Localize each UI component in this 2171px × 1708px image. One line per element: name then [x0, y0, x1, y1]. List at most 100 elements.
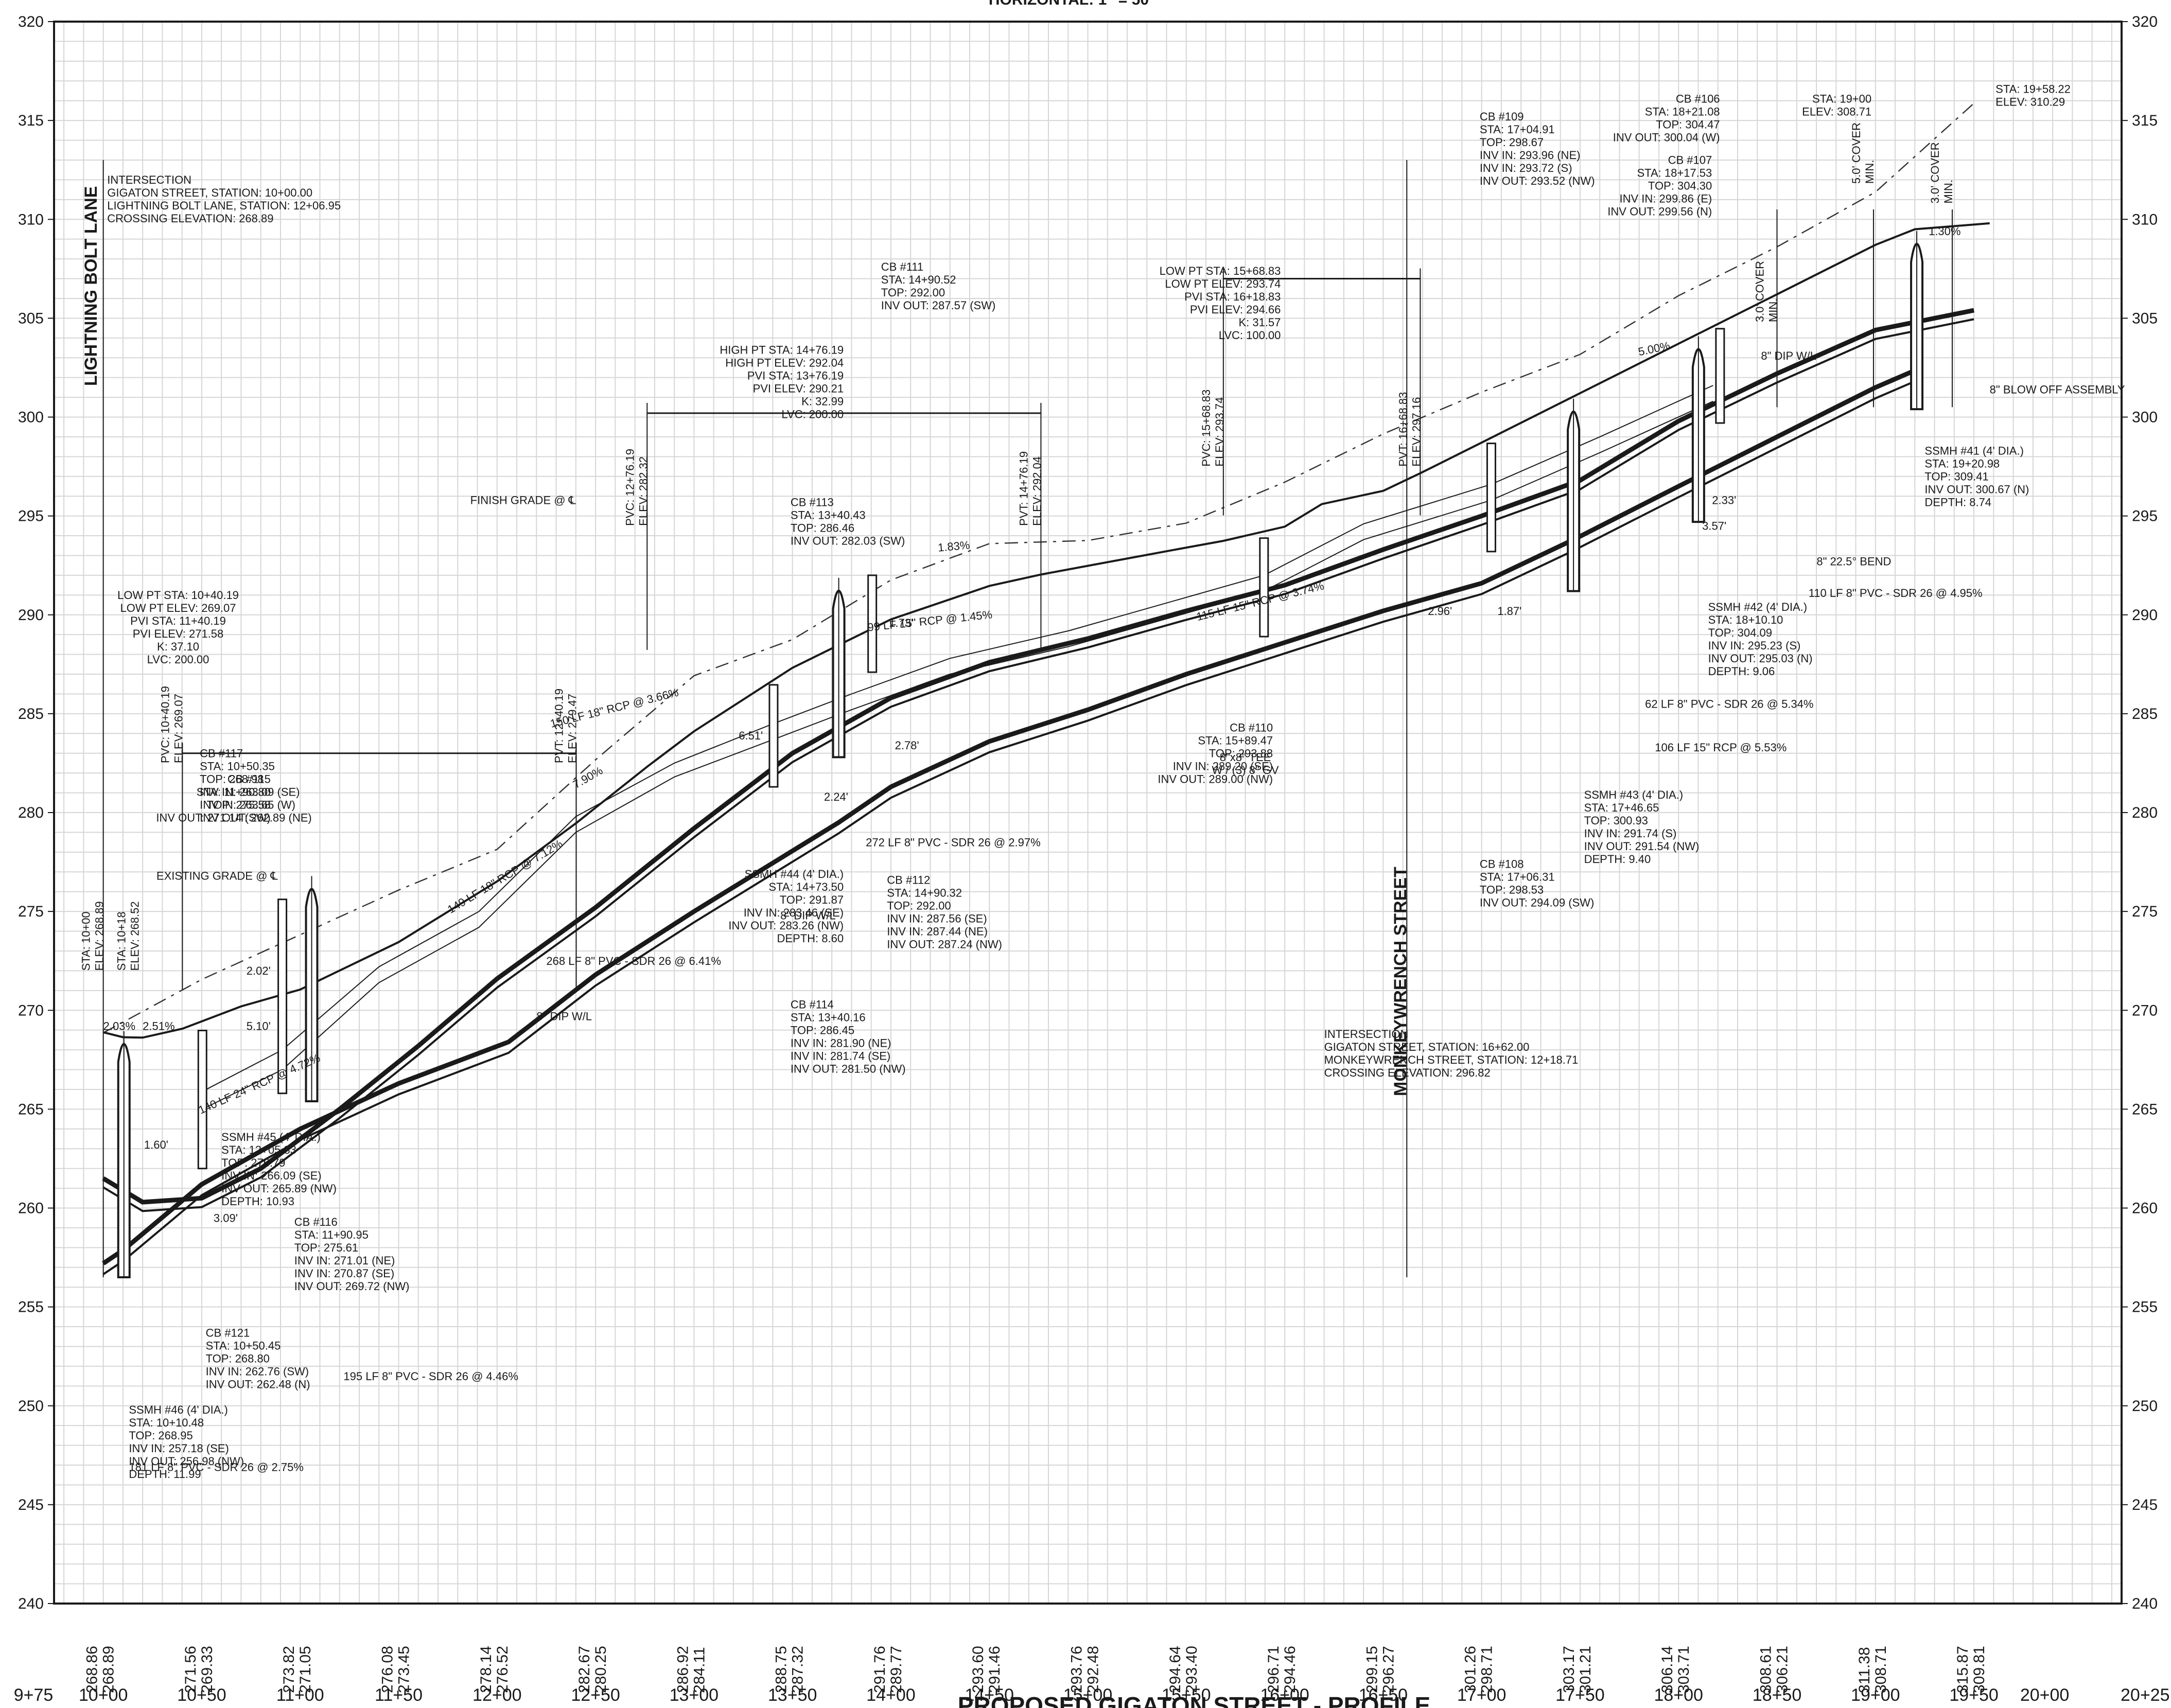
annotation-text: 8"x8" TEE — [1220, 751, 1271, 764]
vertical-label: STA: 10+00 — [80, 911, 93, 971]
existing-elevation: 288.75 — [773, 1646, 790, 1693]
vertical-label: ELEV: 269.07 — [172, 694, 185, 763]
dimension-label: 6.51' — [739, 729, 763, 742]
annotation-text: INV OUT: 265.89 (NW) — [221, 1182, 337, 1195]
proposed-elevation: 306.21 — [1774, 1646, 1791, 1693]
storm-pipe-line — [202, 385, 1713, 1092]
annotation-text: CB #110 — [1230, 721, 1273, 734]
annotation-text: LVC: 200.00 — [147, 653, 209, 666]
vertical-label: 3.0' COVER — [1929, 142, 1941, 203]
annotation-text: INV IN: 266.09 (SE) — [221, 1169, 321, 1182]
annotation-text: TOP: 292.00 — [887, 899, 951, 912]
y-tick-label: 290 — [18, 607, 44, 624]
annotation-text: INV IN: 262.76 (SW) — [206, 1365, 309, 1378]
annotation-text: STA: 18+17.53 — [1637, 167, 1712, 180]
annotation-text: GIGATON STREET, STATION: 16+62.00 — [1324, 1041, 1530, 1053]
existing-elevation: 276.08 — [379, 1646, 396, 1693]
annotation-text: PVI STA: 16+18.83 — [1184, 290, 1281, 303]
annotation-text: INV OUT: 256.98 (NW) — [129, 1455, 244, 1468]
proposed-elevation: 298.71 — [1479, 1646, 1496, 1693]
vertical-label: PVT: 16+68.83 — [1396, 392, 1409, 467]
proposed-elevation: 273.45 — [396, 1646, 413, 1693]
existing-grade-line — [103, 102, 1974, 1034]
existing-elevation: 315.87 — [1954, 1646, 1971, 1693]
annotation-text: INV OUT: 282.03 (SW) — [791, 534, 905, 547]
annotation-text: STA: 11+90.80 — [197, 785, 271, 798]
annotation-text: INV IN: 283.46 (SE) — [744, 906, 844, 919]
catch-basin-structure — [197, 1029, 207, 1170]
annotation-text: SSMH #42 (4' DIA.) — [1708, 601, 1807, 613]
y-tick-label: 315 — [2132, 112, 2158, 129]
proposed-elevation: 291.46 — [986, 1646, 1003, 1693]
annotation-text: INV OUT: 293.52 (NW) — [1480, 174, 1595, 187]
y-tick-label: 275 — [18, 903, 44, 920]
x-tick-label: 14+50 — [965, 1685, 1014, 1705]
catch-basin-structure — [768, 684, 779, 788]
annotation-text: STA: 14+73.50 — [768, 881, 844, 893]
annotation-text: GIGATON STREET, STATION: 10+00.00 — [107, 186, 312, 199]
annotation-text: INV IN: 281.90 (NE) — [791, 1036, 891, 1049]
catch-basin-structure — [1259, 537, 1269, 638]
annotation-text: STA: 14+90.52 — [881, 273, 956, 286]
annotation-text: STA: 13+40.16 — [791, 1011, 866, 1024]
catch-basin-structure — [867, 574, 878, 673]
annotation-text: LIGHTNING BOLT LANE, STATION: 12+06.95 — [107, 199, 341, 212]
annotation-text: PVI ELEV: 294.66 — [1190, 303, 1281, 316]
annotation-text: INTERSECTION — [1324, 1028, 1409, 1041]
annotation-text: PVI STA: 13+76.19 — [747, 369, 844, 382]
annotation-text: INV OUT: 300.67 (N) — [1924, 483, 2029, 496]
proposed-elevation: 308.71 — [1872, 1646, 1889, 1693]
annotation-text: HIGH PT STA: 14+76.19 — [720, 344, 844, 357]
proposed-elevation: 292.48 — [1085, 1646, 1102, 1693]
annotation-text: INTERSECTION — [107, 173, 191, 186]
grade-label: 2.03% — [103, 1020, 135, 1033]
annotation-text: INV IN: 295.23 (S) — [1708, 639, 1801, 652]
vertical-label: ELEV: 282.32 — [637, 456, 650, 526]
y-tick-label: 270 — [18, 1002, 44, 1019]
annotation-text: INV OUT: 262.48 (N) — [206, 1378, 310, 1390]
dimension-label: 3.57' — [1702, 520, 1726, 533]
y-tick-label: 245 — [2132, 1496, 2158, 1513]
annotation-text: 110 LF 8" PVC - SDR 26 @ 4.95% — [1809, 587, 1983, 600]
grid — [54, 22, 2122, 1604]
annotation-text: STA: 13+40.43 — [791, 508, 866, 521]
y-tick-label: 305 — [18, 310, 44, 327]
catch-basin-structure — [1715, 328, 1725, 424]
x-tick-label: 19+00 — [1851, 1685, 1900, 1705]
annotation-text: CB #106 — [1676, 93, 1720, 105]
annotation-text: STA: 10+50.35 — [200, 760, 275, 772]
annotation-text: TOP: 276.79 — [221, 1156, 285, 1169]
existing-elevation: 271.56 — [182, 1646, 199, 1693]
annotation-text: FINISH GRADE @ ℄ — [470, 494, 576, 507]
annotation-text: STA: 17+46.65 — [1584, 801, 1659, 814]
annotation-text: STA: 15+89.47 — [1198, 734, 1273, 747]
y-tick-label: 320 — [18, 13, 44, 30]
annotation-text: TOP: 304.09 — [1708, 626, 1772, 639]
vertical-label: PVT: 12+40.19 — [553, 689, 566, 763]
annotation-text: LVC: 100.00 — [1219, 329, 1281, 342]
vertical-label: ELEV: 293.74 — [1213, 397, 1226, 467]
vertical-label: 5.0' COVER — [1850, 122, 1863, 184]
cross-street-monkeywrench: MONKEYWRENCH STREET — [1391, 867, 1410, 1096]
proposed-elevation: 280.25 — [592, 1646, 609, 1693]
annotation-text: CB #111 — [881, 260, 923, 273]
vertical-label: ELEV: 268.52 — [129, 901, 142, 971]
x-tick-label: 12+50 — [571, 1685, 620, 1705]
annotation-text: INV OUT: 262.89 (NE) — [200, 811, 312, 824]
y-tick-label: 295 — [2132, 508, 2158, 525]
annotation-text: INV IN: 270.87 (SE) — [294, 1267, 394, 1280]
annotation-text: INV IN: 293.96 (NE) — [1480, 149, 1581, 162]
annotation-text: CB #116 — [294, 1216, 338, 1228]
y-tick-label: 265 — [18, 1101, 44, 1118]
annotation-text: INV IN: 281.74 (SE) — [791, 1049, 890, 1062]
annotation-text: INV OUT: 281.50 (NW) — [791, 1062, 906, 1075]
x-tick-label: 12+00 — [472, 1685, 522, 1705]
annotation-text: INV IN: 271.01 (NE) — [294, 1254, 395, 1267]
annotation-text: CROSSING ELEVATION: 268.89 — [107, 212, 273, 225]
x-tick-label: 16+00 — [1260, 1685, 1309, 1705]
proposed-elevation: 296.27 — [1380, 1646, 1397, 1693]
annotation-text: STA: 17+06.31 — [1480, 871, 1555, 884]
annotation-text: INV IN: 293.72 (S) — [1480, 162, 1572, 174]
y-tick-label: 310 — [2132, 211, 2158, 228]
